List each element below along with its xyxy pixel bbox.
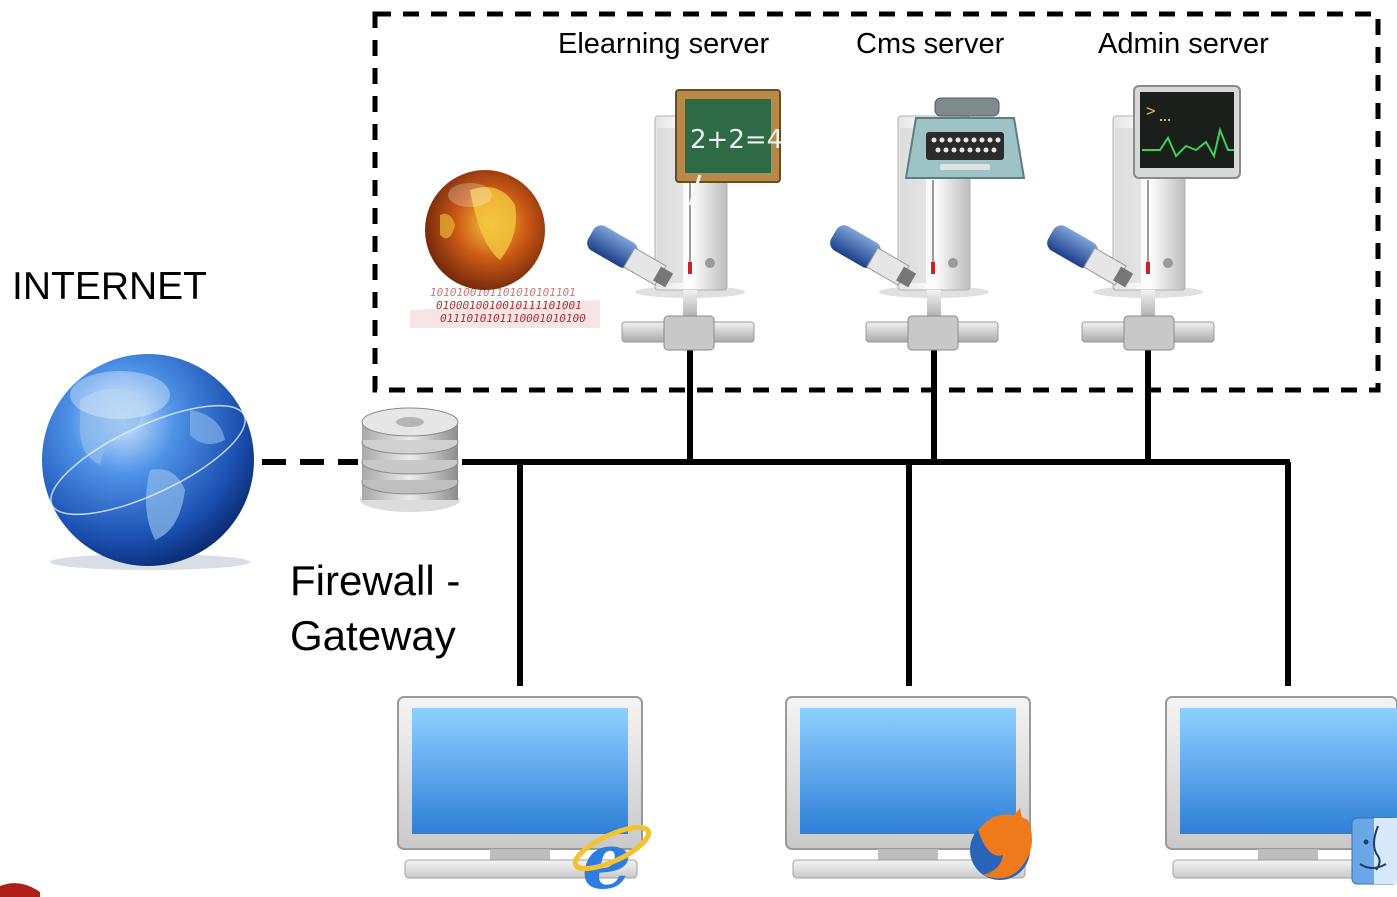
firewall-label-line2: Gateway	[290, 612, 456, 659]
svg-text:0100010010010111101001: 0100010010010111101001	[436, 299, 582, 312]
firewall-label-line1: Firewall -	[290, 557, 461, 604]
network-cables	[262, 348, 1291, 686]
svg-text:1010100101101010101101: 1010100101101010101101	[430, 286, 576, 299]
internet-explorer-icon: e	[572, 816, 652, 897]
internet-label: INTERNET	[12, 265, 207, 308]
terminal-monitor-icon: >	[1133, 85, 1241, 179]
network-plug-icon	[1047, 225, 1134, 288]
svg-text:>: >	[1146, 101, 1156, 120]
client-1	[785, 696, 1032, 880]
typewriter-icon	[904, 97, 1026, 179]
server-zone-boundary	[372, 11, 1381, 393]
admin-server-label: Admin server	[1098, 28, 1269, 60]
server-0: 2+2=4	[587, 89, 783, 351]
network-plug-icon	[830, 225, 917, 288]
server-2: >	[1047, 85, 1241, 351]
mac-finder-icon	[1351, 817, 1397, 885]
client-0: e	[397, 696, 652, 897]
firefox-icon	[970, 808, 1032, 880]
earth-binary-icon: 1010100101101010101101 01000100100101111…	[410, 170, 600, 328]
client-2	[1165, 696, 1397, 885]
svg-text:0111010101110001010100: 0111010101110001010100	[440, 312, 586, 325]
corner-swoosh	[0, 883, 40, 897]
chalkboard-icon: 2+2=4	[675, 89, 783, 206]
cms-server-label: Cms server	[856, 28, 1005, 60]
server-1	[830, 97, 1026, 351]
elearning-server-label: Elearning server	[558, 28, 770, 60]
firewall-gateway-icon	[360, 407, 460, 512]
svg-text:2+2=4: 2+2=4	[690, 125, 783, 155]
internet-globe-icon	[42, 354, 254, 570]
network-plug-icon	[587, 225, 674, 288]
